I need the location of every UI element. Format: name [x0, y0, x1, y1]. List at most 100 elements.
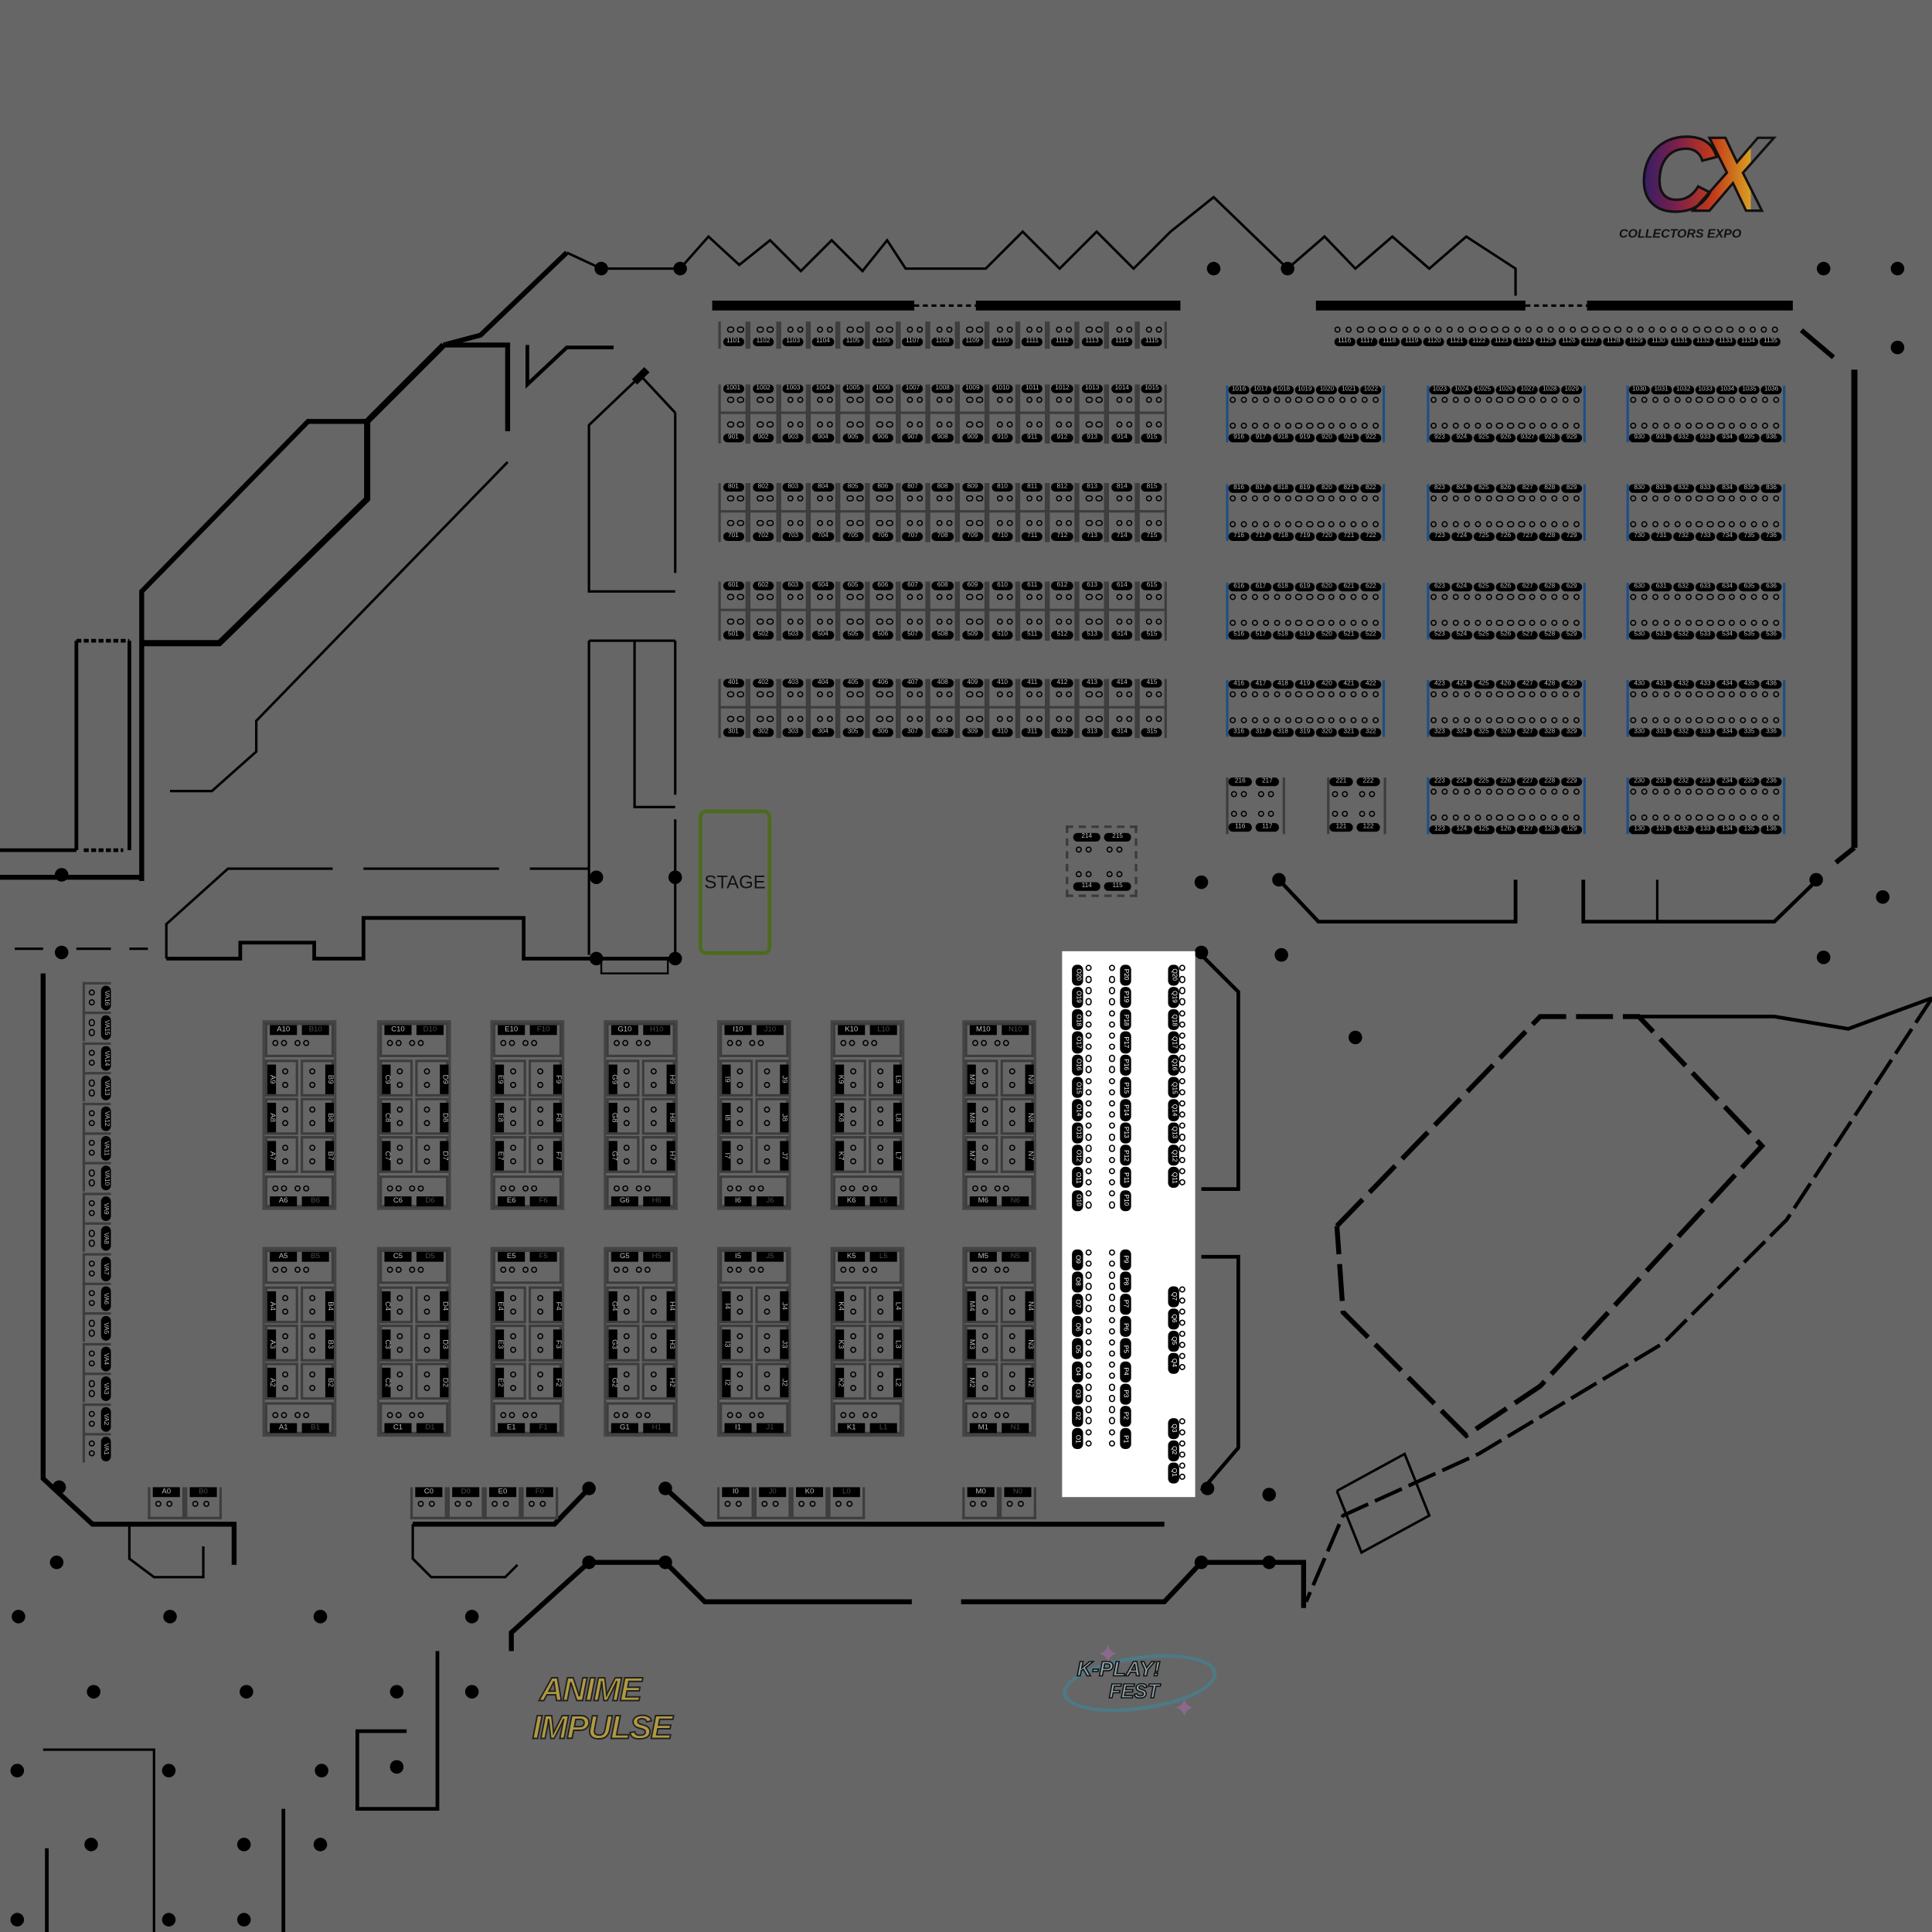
booth-A4[interactable]: A4: [264, 1286, 298, 1324]
booth-L0[interactable]: L0: [828, 1487, 866, 1519]
booth-J9[interactable]: J9: [755, 1060, 789, 1097]
booth-P1[interactable]: P1: [1062, 1427, 1195, 1450]
booth-J4[interactable]: J4: [755, 1286, 789, 1324]
booth-1118[interactable]: 1118: [1378, 326, 1400, 349]
booth-506[interactable]: 506: [867, 611, 898, 641]
booth-Q1[interactable]: Q1: [1062, 1461, 1195, 1484]
booth-P6[interactable]: P6: [1062, 1315, 1195, 1338]
booth-1125[interactable]: 1125: [1535, 326, 1557, 349]
booth-910[interactable]: 910: [987, 413, 1018, 444]
booth-414[interactable]: 414: [1107, 679, 1138, 709]
booth-B4[interactable]: B4: [301, 1286, 335, 1324]
booth-605[interactable]: 605: [838, 581, 868, 611]
booth-301[interactable]: 301: [718, 708, 749, 739]
booth-P20[interactable]: P20: [1062, 964, 1195, 986]
booth-806[interactable]: 806: [867, 483, 898, 513]
booth-O12[interactable]: O12: [1062, 1144, 1195, 1166]
booth-905[interactable]: 905: [838, 413, 868, 444]
booth-1134[interactable]: 1134: [1736, 326, 1759, 349]
booth-707[interactable]: 707: [897, 512, 928, 543]
booth-514[interactable]: 514: [1107, 611, 1138, 641]
booth-805[interactable]: 805: [838, 483, 868, 513]
booth-1003[interactable]: 1003: [777, 384, 808, 414]
booth-1132[interactable]: 1132: [1692, 326, 1714, 349]
booth-Q14[interactable]: Q14: [1062, 1099, 1195, 1121]
booth-Q11[interactable]: Q11: [1062, 1166, 1195, 1189]
booth-703[interactable]: 703: [777, 512, 808, 543]
booth-809[interactable]: 809: [957, 483, 988, 513]
booth-P3[interactable]: P3: [1062, 1383, 1195, 1405]
booth-J2[interactable]: J2: [755, 1362, 789, 1400]
booth-512[interactable]: 512: [1047, 611, 1077, 641]
booth-412[interactable]: 412: [1047, 679, 1077, 709]
booth-1120[interactable]: 1120: [1423, 326, 1445, 349]
booth-P8[interactable]: P8: [1062, 1270, 1195, 1293]
booth-H8[interactable]: H8: [641, 1097, 675, 1135]
booth-O4[interactable]: O4: [1062, 1360, 1195, 1383]
booth-E7[interactable]: E7: [492, 1136, 526, 1173]
booth-304[interactable]: 304: [808, 708, 838, 739]
booth-M2[interactable]: M2: [964, 1362, 998, 1400]
booth-303[interactable]: 303: [777, 708, 808, 739]
booth-I7[interactable]: I7: [719, 1136, 753, 1173]
booth-1124[interactable]: 1124: [1512, 326, 1535, 349]
booth-612[interactable]: 612: [1047, 581, 1077, 611]
booth-1004[interactable]: 1004: [808, 384, 838, 414]
booth-1133[interactable]: 1133: [1714, 326, 1736, 349]
booth-613[interactable]: 613: [1077, 581, 1107, 611]
booth-N4[interactable]: N4: [1000, 1286, 1034, 1324]
booth-VA8[interactable]: VA8: [82, 1222, 111, 1253]
booth-O1[interactable]: O1: [1062, 1427, 1195, 1450]
booth-F9[interactable]: F9: [528, 1060, 563, 1097]
booth-1104[interactable]: 1104: [808, 321, 838, 349]
booth-1107[interactable]: 1107: [897, 321, 928, 349]
booth-610[interactable]: 610: [987, 581, 1018, 611]
booth-L3[interactable]: L3: [869, 1324, 903, 1362]
booth-313[interactable]: 313: [1077, 708, 1107, 739]
booth-VA7[interactable]: VA7: [82, 1252, 111, 1283]
booth-M4[interactable]: M4: [964, 1286, 998, 1324]
booth-803[interactable]: 803: [777, 483, 808, 513]
booth-511[interactable]: 511: [1017, 611, 1048, 641]
booth-404[interactable]: 404: [808, 679, 838, 709]
booth-VA11[interactable]: VA11: [82, 1132, 111, 1162]
booth-H9[interactable]: H9: [641, 1060, 675, 1097]
booth-A7[interactable]: A7: [264, 1136, 298, 1173]
booth-Q20[interactable]: Q20: [1062, 964, 1195, 986]
booth-K2[interactable]: K2: [832, 1362, 866, 1400]
booth-H4[interactable]: H4: [641, 1286, 675, 1324]
booth-P5[interactable]: P5: [1062, 1338, 1195, 1360]
booth-O20[interactable]: O20: [1062, 964, 1195, 986]
booth-A8[interactable]: A8: [264, 1097, 298, 1135]
booth-H3[interactable]: H3: [641, 1324, 675, 1362]
booth-L8[interactable]: L8: [869, 1097, 903, 1135]
booth-1103[interactable]: 1103: [777, 321, 808, 349]
booth-403[interactable]: 403: [777, 679, 808, 709]
booth-G3[interactable]: G3: [606, 1324, 640, 1362]
booth-J3[interactable]: J3: [755, 1324, 789, 1362]
booth-I0[interactable]: I0: [716, 1487, 754, 1519]
booth-E9[interactable]: E9: [492, 1060, 526, 1097]
